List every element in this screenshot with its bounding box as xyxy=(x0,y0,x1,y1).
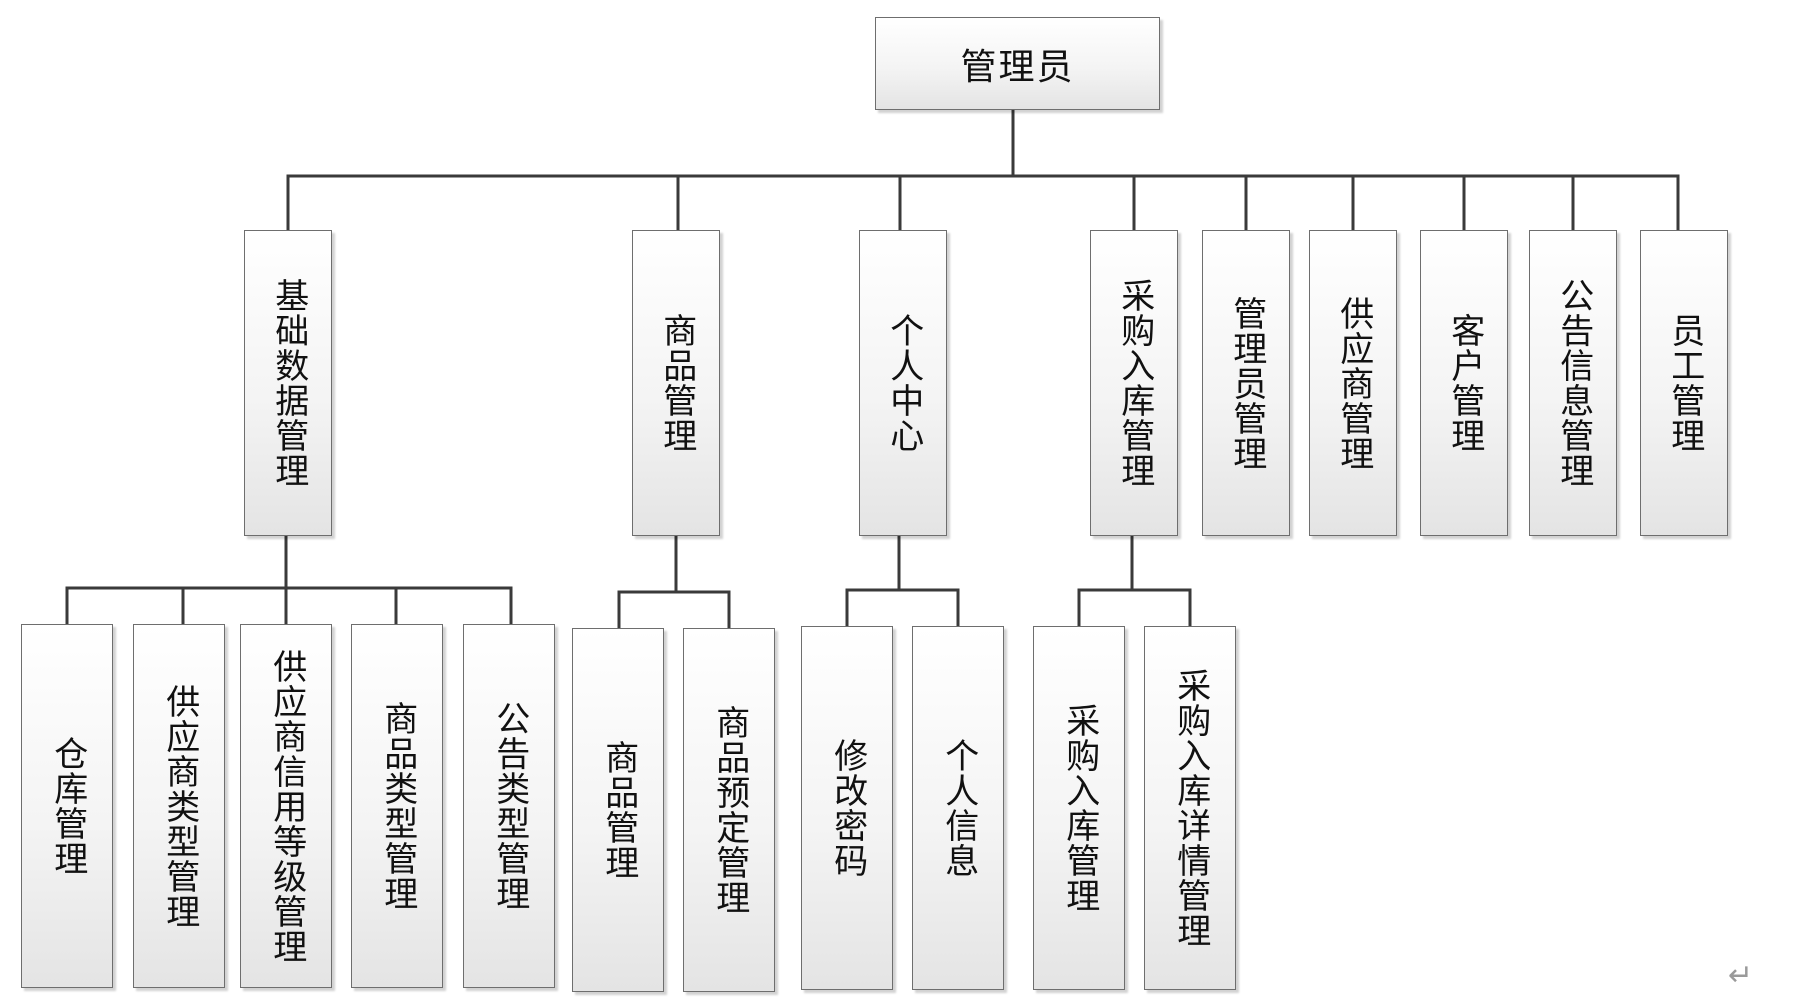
node-level2: 采购入库详情管理 xyxy=(1144,626,1236,990)
node-level2: 商品管理 xyxy=(572,628,664,992)
node-label: 仓库管理 xyxy=(47,736,88,876)
node-label: 公告信息管理 xyxy=(1553,278,1594,488)
node-level2: 供应商信用等级管理 xyxy=(240,624,332,988)
node-label: 公告类型管理 xyxy=(489,701,530,911)
node-label: 基础数据管理 xyxy=(268,278,309,488)
node-label: 供应商信用等级管理 xyxy=(266,648,307,964)
node-level2: 商品预定管理 xyxy=(683,628,775,992)
node-level1: 采购入库管理 xyxy=(1090,230,1178,536)
node-level1: 员工管理 xyxy=(1640,230,1728,536)
node-label: 个人中心 xyxy=(883,313,924,453)
node-label: 个人信息 xyxy=(938,738,979,878)
node-label: 采购入库详情管理 xyxy=(1170,668,1211,948)
node-level2: 供应商类型管理 xyxy=(133,624,225,988)
return-mark: ↵ xyxy=(1728,958,1754,993)
node-label: 客户管理 xyxy=(1444,313,1485,453)
node-level1: 基础数据管理 xyxy=(244,230,332,536)
node-level2: 公告类型管理 xyxy=(463,624,555,988)
node-level2: 采购入库管理 xyxy=(1033,626,1125,990)
node-level2: 修改密码 xyxy=(801,626,893,990)
node-label: 管理员 xyxy=(960,46,1075,88)
node-label: 商品类型管理 xyxy=(377,701,418,911)
node-level1: 供应商管理 xyxy=(1309,230,1397,536)
node-level2: 个人信息 xyxy=(912,626,1004,990)
node-label: 管理员管理 xyxy=(1226,295,1267,471)
node-label: 采购入库管理 xyxy=(1059,703,1100,913)
node-level1: 管理员管理 xyxy=(1202,230,1290,536)
node-level2: 商品类型管理 xyxy=(351,624,443,988)
node-label: 商品管理 xyxy=(656,313,697,453)
node-label: 供应商类型管理 xyxy=(159,683,200,929)
node-level1: 公告信息管理 xyxy=(1529,230,1617,536)
node-label: 商品预定管理 xyxy=(709,705,750,915)
node-label: 修改密码 xyxy=(827,738,868,878)
node-level1: 客户管理 xyxy=(1420,230,1508,536)
node-level1: 个人中心 xyxy=(859,230,947,536)
node-label: 商品管理 xyxy=(598,740,639,880)
node-level2: 仓库管理 xyxy=(21,624,113,988)
node-level1: 商品管理 xyxy=(632,230,720,536)
node-root: 管理员 xyxy=(875,17,1160,110)
node-label: 员工管理 xyxy=(1664,313,1705,453)
node-label: 供应商管理 xyxy=(1333,295,1374,471)
node-label: 采购入库管理 xyxy=(1114,278,1155,488)
